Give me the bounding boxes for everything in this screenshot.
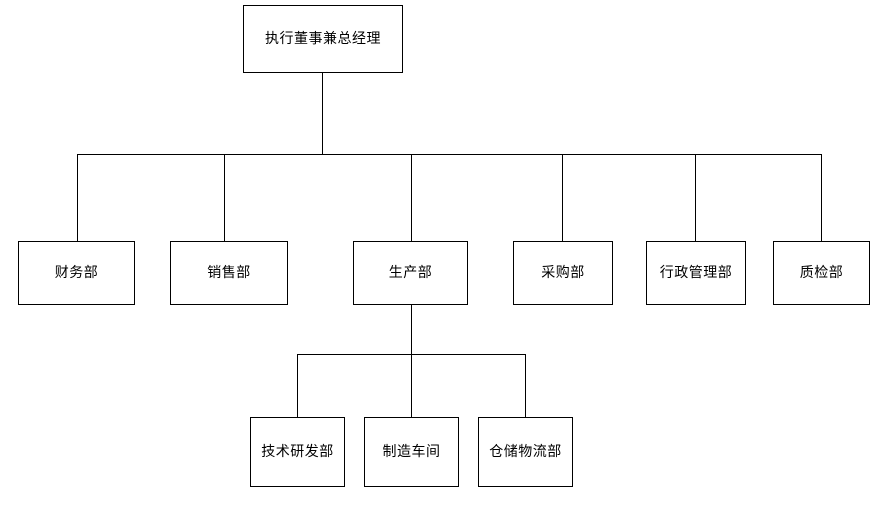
node-finance[interactable]: 财务部 [18,241,135,305]
node-purchase-label: 采购部 [541,264,585,281]
node-warehouse[interactable]: 仓储物流部 [478,417,573,487]
connector-drop-workshop [411,355,412,417]
node-root-label: 执行董事兼总经理 [265,30,381,47]
node-quality-label: 质检部 [799,264,844,281]
connector-drop-sales [224,155,225,241]
node-admin-label: 行政管理部 [659,264,733,281]
node-rnd[interactable]: 技术研发部 [250,417,345,487]
connector-drop-purchase [562,155,563,241]
node-admin[interactable]: 行政管理部 [646,241,746,305]
connector-drop-rnd [297,355,298,417]
node-warehouse-label: 仓储物流部 [489,443,562,460]
connector-production-drop [411,305,412,355]
node-finance-label: 财务部 [54,264,99,281]
connector-drop-quality [821,155,822,241]
node-sales-label: 销售部 [207,264,251,281]
connector-drop-production [411,155,412,241]
connector-root-drop [322,73,323,155]
node-production-label: 生产部 [388,264,433,281]
connector-bus-level2 [77,154,822,155]
node-production[interactable]: 生产部 [353,241,468,305]
node-purchase[interactable]: 采购部 [513,241,613,305]
connector-bus-level3 [297,354,526,355]
node-root[interactable]: 执行董事兼总经理 [243,5,403,73]
node-quality[interactable]: 质检部 [773,241,870,305]
connector-drop-finance [77,155,78,241]
connector-drop-warehouse [525,355,526,417]
node-workshop[interactable]: 制造车间 [364,417,459,487]
node-workshop-label: 制造车间 [382,443,441,460]
node-sales[interactable]: 销售部 [170,241,288,305]
node-rnd-label: 技术研发部 [261,443,334,460]
connector-drop-admin [695,155,696,241]
